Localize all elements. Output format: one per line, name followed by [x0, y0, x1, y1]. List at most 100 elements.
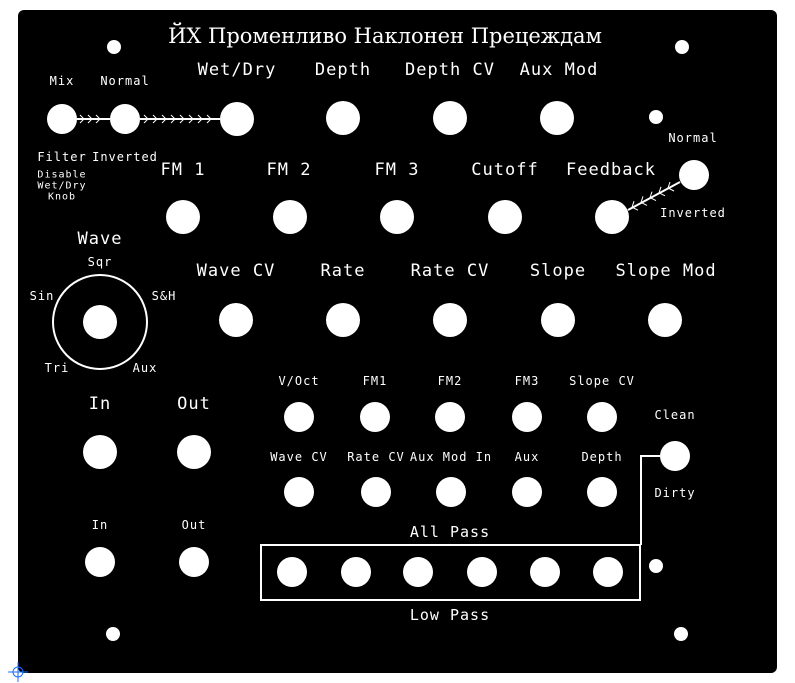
- knob-label: Wave CV: [196, 261, 276, 281]
- knob-label: Rate CV: [410, 261, 490, 281]
- fm3-knob[interactable]: [380, 200, 414, 234]
- arrow-chevron: [658, 186, 666, 197]
- toggle-label: Mix: [49, 74, 75, 88]
- knob-label: Aux Mod: [519, 60, 599, 80]
- wave-cv-jack[interactable]: [284, 477, 314, 507]
- knob-label: Rate: [320, 261, 366, 281]
- normal-inverted-toggle[interactable]: [110, 104, 140, 134]
- depth-jack[interactable]: [587, 477, 617, 507]
- wave-selector-knob[interactable]: [83, 305, 117, 339]
- arrow-chevron: [631, 201, 639, 211]
- jack-label: V/Oct: [278, 374, 320, 388]
- filter-output-jack[interactable]: [403, 557, 433, 587]
- knob-label: Slope Mod: [615, 261, 717, 281]
- wave-position-label: Sin: [29, 289, 55, 303]
- led: [649, 559, 663, 573]
- fm2-knob[interactable]: [273, 200, 307, 234]
- rate-cv-jack[interactable]: [361, 477, 391, 507]
- led: [649, 110, 663, 124]
- in-jack[interactable]: [85, 547, 115, 577]
- jack-label: Wave CV: [270, 450, 328, 464]
- knob-label: Slope: [529, 261, 587, 281]
- arrow-chevron: [161, 114, 167, 124]
- jack-label: In: [91, 518, 109, 532]
- rate-knob[interactable]: [326, 303, 360, 337]
- fm3-jack[interactable]: [512, 402, 542, 432]
- slope-cv-jack[interactable]: [587, 402, 617, 432]
- mounting-hole: [674, 627, 688, 641]
- jack-label: Depth: [581, 450, 623, 464]
- box-label: All Pass: [409, 523, 491, 541]
- wave-cv-knob[interactable]: [219, 303, 253, 337]
- aux-jack[interactable]: [512, 477, 542, 507]
- knob-label: Wet/Dry: [197, 60, 277, 80]
- arrow-chevron: [640, 196, 648, 206]
- wet-dry-knob[interactable]: [220, 102, 254, 136]
- feedback-knob[interactable]: [595, 200, 629, 234]
- mounting-hole: [107, 40, 121, 54]
- jack-label: Out: [181, 518, 207, 532]
- aux-mod-knob[interactable]: [540, 101, 574, 135]
- arrow-chevron: [179, 114, 185, 124]
- knob-label: Feedback: [566, 160, 656, 180]
- toggle-label: Inverted: [92, 150, 158, 164]
- mounting-hole: [675, 40, 689, 54]
- toggle-label: Normal: [668, 131, 718, 145]
- cutoff-knob[interactable]: [488, 200, 522, 234]
- arrow-chevron: [197, 114, 203, 124]
- knob-label: FM 1: [160, 160, 206, 180]
- toggle-label: Clean: [654, 408, 696, 422]
- toggle-label: Dirty: [654, 486, 696, 500]
- jack-label: Aux Mod In: [409, 450, 493, 464]
- wave-selector-ring: [52, 274, 148, 370]
- depth-knob[interactable]: [326, 101, 360, 135]
- filter-output-jack[interactable]: [277, 557, 307, 587]
- fm2-jack[interactable]: [435, 402, 465, 432]
- out-knob[interactable]: [177, 435, 211, 469]
- slope-knob[interactable]: [541, 303, 575, 337]
- filter-output-jack[interactable]: [341, 557, 371, 587]
- filter-output-jack[interactable]: [530, 557, 560, 587]
- arrow-chevron: [143, 114, 149, 124]
- in-knob[interactable]: [83, 435, 117, 469]
- slope-mod-knob[interactable]: [648, 303, 682, 337]
- fm1-knob[interactable]: [166, 200, 200, 234]
- arrow-chevron: [206, 114, 212, 124]
- filter-output-jack[interactable]: [467, 557, 497, 587]
- knob-label: Out: [177, 394, 211, 414]
- out-jack[interactable]: [179, 547, 209, 577]
- knob-label: Depth CV: [405, 60, 495, 80]
- arrow-line: [627, 181, 681, 211]
- mounting-hole: [106, 627, 120, 641]
- arrow-chevron: [188, 114, 194, 124]
- filter-output-jack[interactable]: [593, 557, 623, 587]
- knob-label: FM 3: [374, 160, 420, 180]
- clean-dirty-toggle[interactable]: [660, 441, 690, 471]
- knob-label: Cutoff: [471, 160, 539, 180]
- depth-cv-knob[interactable]: [433, 101, 467, 135]
- wave-label: Wave: [77, 229, 123, 249]
- toggle-label: Filter: [37, 150, 87, 164]
- rate-cv-knob[interactable]: [433, 303, 467, 337]
- jack-label: FM1: [362, 374, 388, 388]
- jack-label: Slope CV: [569, 374, 635, 388]
- arrow-chevron: [667, 181, 675, 192]
- connector-line: [640, 455, 660, 545]
- panel-title: ЙХ Променливо Наклонен Прецеждам: [168, 24, 602, 48]
- arrow-chevron: [170, 114, 176, 124]
- jack-label: Aux: [514, 450, 540, 464]
- jack-label: FM2: [437, 374, 463, 388]
- wave-position-label: Tri: [44, 361, 70, 375]
- origin-marker-icon: [8, 662, 28, 682]
- arrow-chevron: [649, 191, 657, 202]
- feedback-polarity-toggle[interactable]: [679, 160, 709, 190]
- aux-mod-in-jack[interactable]: [436, 477, 466, 507]
- knob-label: Depth: [314, 60, 372, 80]
- toggle-label: Inverted: [660, 206, 726, 220]
- mix-filter-toggle[interactable]: [47, 104, 77, 134]
- arrow-chevron: [152, 114, 158, 124]
- fm1-jack[interactable]: [360, 402, 390, 432]
- v-oct-jack[interactable]: [284, 402, 314, 432]
